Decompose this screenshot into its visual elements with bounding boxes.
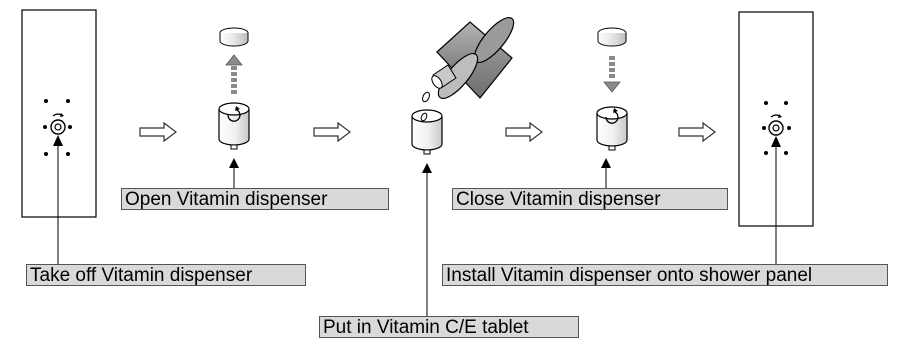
falling-tablet xyxy=(422,91,430,103)
dispenser-body-close xyxy=(596,106,628,151)
pointer-arrowhead-left xyxy=(53,135,63,146)
put-in-tablet-label: Put in Vitamin C/E tablet xyxy=(319,316,579,338)
flow-arrow-4 xyxy=(678,121,716,143)
dispenser-dots-right xyxy=(762,101,791,155)
pointer-arrowhead-close xyxy=(601,158,611,168)
take-off-dispenser-label: Take off Vitamin dispenser xyxy=(26,264,306,286)
step-open xyxy=(218,27,250,188)
down-dashed-arrow xyxy=(603,56,621,93)
shower-panel-right xyxy=(738,11,814,264)
dispenser-dots-left xyxy=(43,99,72,156)
flow-arrow-3 xyxy=(505,121,543,143)
pointer-arrowhead-putin xyxy=(422,163,432,173)
dispenser-knob-right xyxy=(768,114,784,136)
shower-panel-left xyxy=(21,9,97,264)
dispenser-body-open xyxy=(218,102,250,150)
install-dispenser-label: Install Vitamin dispenser onto shower pa… xyxy=(442,264,888,286)
dispenser-knob-left xyxy=(50,113,66,135)
step-put-in xyxy=(411,17,515,316)
pointer-arrowhead-right xyxy=(771,136,781,147)
cap-close xyxy=(597,27,627,47)
pointer-arrowhead-open xyxy=(229,158,239,168)
flow-arrow-1 xyxy=(139,121,177,143)
dispenser-body-fill xyxy=(411,109,443,155)
cap-open xyxy=(219,27,249,47)
vitamin-cartridge xyxy=(431,17,515,99)
step-close xyxy=(596,27,628,188)
flow-arrow-2 xyxy=(313,121,351,143)
close-dispenser-label: Close Vitamin dispenser xyxy=(452,188,728,210)
open-dispenser-label: Open Vitamin dispenser xyxy=(121,188,389,210)
up-dashed-arrow xyxy=(225,54,243,94)
